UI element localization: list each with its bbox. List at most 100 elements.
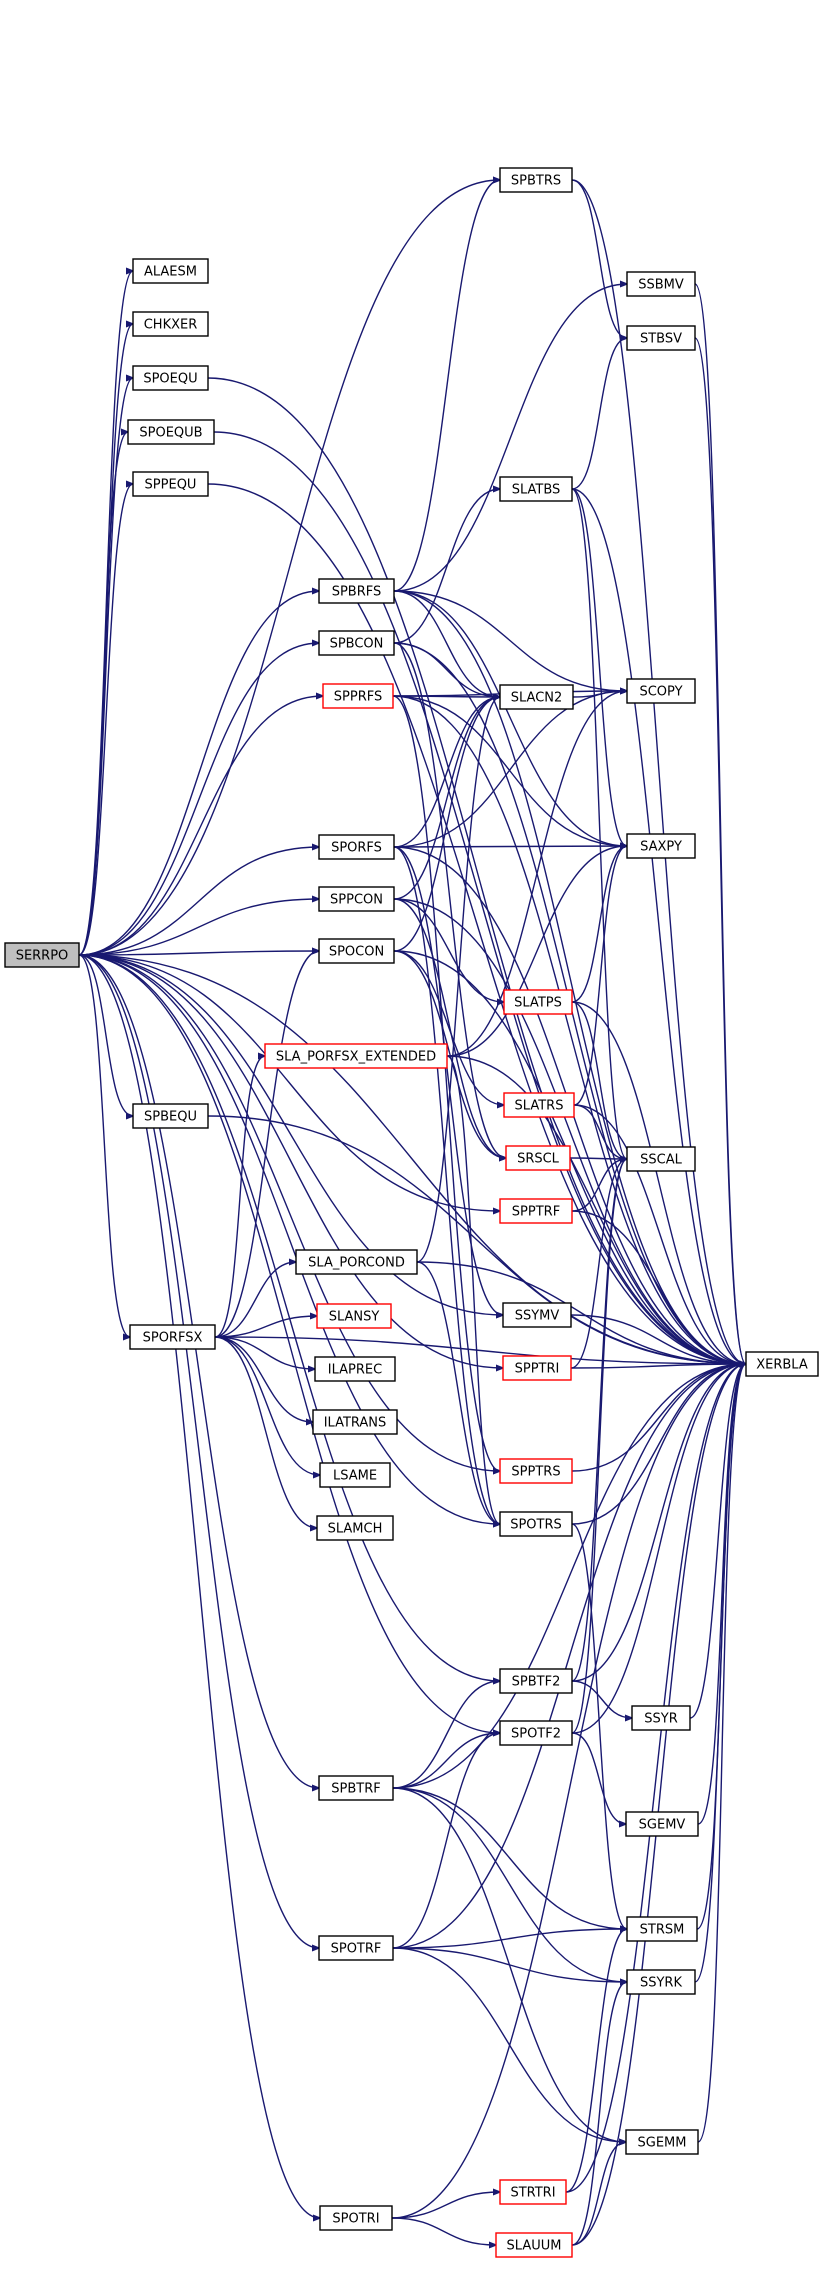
node-alaesm[interactable]: ALAESM	[132, 258, 209, 284]
node-box[interactable]	[4, 942, 80, 968]
node-box[interactable]	[295, 1249, 418, 1275]
node-strtri[interactable]: STRTRI	[499, 2179, 567, 2205]
node-spotrs[interactable]: SPOTRS	[499, 1511, 573, 1537]
node-box[interactable]	[626, 271, 696, 297]
node-slansy[interactable]: SLANSY	[316, 1303, 392, 1329]
node-box[interactable]	[626, 1916, 698, 1942]
node-box[interactable]	[318, 578, 395, 604]
node-box[interactable]	[129, 1324, 216, 1350]
node-spptrs[interactable]: SPPTRS	[499, 1458, 573, 1484]
node-box[interactable]	[495, 2232, 573, 2258]
node-ssbmv[interactable]: SSBMV	[626, 271, 696, 297]
node-spprfs[interactable]: SPPRFS	[322, 683, 394, 709]
node-spbtf2[interactable]: SPBTF2	[499, 1668, 573, 1694]
node-ilaprec[interactable]: ILAPREC	[314, 1356, 396, 1382]
node-box[interactable]	[499, 1198, 573, 1224]
node-box[interactable]	[503, 989, 573, 1015]
node-box[interactable]	[318, 1775, 394, 1801]
node-sppcon[interactable]: SPPCON	[318, 886, 395, 912]
node-box[interactable]	[505, 1145, 571, 1171]
node-box[interactable]	[626, 833, 696, 859]
node-sporfsx[interactable]: SPORFSX	[129, 1324, 216, 1350]
node-srscl[interactable]: SRSCL	[505, 1145, 571, 1171]
node-xerbla[interactable]: XERBLA	[745, 1351, 819, 1377]
node-box[interactable]	[132, 1103, 209, 1129]
node-stbsv[interactable]: STBSV	[626, 325, 696, 351]
node-slatbs[interactable]: SLATBS	[499, 476, 573, 502]
node-lsame[interactable]: LSAME	[319, 1462, 391, 1488]
node-sla-porfsx-extended[interactable]: SLA_PORFSX_EXTENDED	[264, 1043, 448, 1069]
node-box[interactable]	[626, 1969, 696, 1995]
node-spbtrf[interactable]: SPBTRF	[318, 1775, 394, 1801]
node-box[interactable]	[499, 1458, 573, 1484]
node-ssyrk[interactable]: SSYRK	[626, 1969, 696, 1995]
node-sgemm[interactable]: SGEMM	[625, 2129, 699, 2155]
node-box[interactable]	[132, 258, 209, 284]
node-spotri[interactable]: SPOTRI	[319, 2205, 393, 2231]
node-box[interactable]	[322, 683, 394, 709]
node-ssyr[interactable]: SSYR	[631, 1705, 691, 1731]
node-sgemv[interactable]: SGEMV	[625, 1811, 699, 1837]
node-box[interactable]	[499, 1511, 573, 1537]
node-slamch[interactable]: SLAMCH	[316, 1515, 394, 1541]
node-box[interactable]	[626, 325, 696, 351]
node-slatps[interactable]: SLATPS	[503, 989, 573, 1015]
node-box[interactable]	[127, 419, 215, 445]
node-box[interactable]	[631, 1705, 691, 1731]
node-box[interactable]	[316, 1515, 394, 1541]
node-box[interactable]	[626, 1146, 696, 1172]
node-sla-porcond[interactable]: SLA_PORCOND	[295, 1249, 418, 1275]
node-ssymv[interactable]: SSYMV	[502, 1302, 572, 1328]
node-box[interactable]	[625, 2129, 699, 2155]
node-spbequ[interactable]: SPBEQU	[132, 1103, 209, 1129]
node-box[interactable]	[499, 167, 573, 193]
node-box[interactable]	[502, 1355, 572, 1381]
node-slacn2[interactable]: SLACN2	[499, 684, 574, 710]
node-box[interactable]	[318, 834, 395, 860]
node-box[interactable]	[499, 1668, 573, 1694]
node-box[interactable]	[132, 471, 209, 497]
node-slauum[interactable]: SLAUUM	[495, 2232, 573, 2258]
node-slatrs[interactable]: SLATRS	[503, 1092, 575, 1118]
node-saxpy[interactable]: SAXPY	[626, 833, 696, 859]
node-spbrfs[interactable]: SPBRFS	[318, 578, 395, 604]
node-box[interactable]	[503, 1092, 575, 1118]
node-spptri[interactable]: SPPTRI	[502, 1355, 572, 1381]
node-box[interactable]	[132, 365, 209, 391]
node-box[interactable]	[499, 684, 574, 710]
node-box[interactable]	[319, 2205, 393, 2231]
node-sscal[interactable]: SSCAL	[626, 1146, 696, 1172]
node-spotf2[interactable]: SPOTF2	[499, 1720, 573, 1746]
node-box[interactable]	[499, 2179, 567, 2205]
node-spotrf[interactable]: SPOTRF	[318, 1935, 394, 1961]
node-box[interactable]	[318, 938, 395, 964]
node-box[interactable]	[264, 1043, 448, 1069]
node-spbcon[interactable]: SPBCON	[318, 630, 395, 656]
node-scopy[interactable]: SCOPY	[626, 678, 696, 704]
node-spptrf[interactable]: SPPTRF	[499, 1198, 573, 1224]
node-spocon[interactable]: SPOCON	[318, 938, 395, 964]
node-box[interactable]	[499, 1720, 573, 1746]
node-box[interactable]	[318, 1935, 394, 1961]
node-box[interactable]	[318, 630, 395, 656]
node-box[interactable]	[319, 1462, 391, 1488]
node-box[interactable]	[626, 678, 696, 704]
node-box[interactable]	[314, 1356, 396, 1382]
node-strsm[interactable]: STRSM	[626, 1916, 698, 1942]
node-ilatrans[interactable]: ILATRANS	[312, 1409, 398, 1435]
node-spoequ[interactable]: SPOEQU	[132, 365, 209, 391]
node-box[interactable]	[312, 1409, 398, 1435]
node-box[interactable]	[132, 311, 209, 337]
node-sppequ[interactable]: SPPEQU	[132, 471, 209, 497]
node-chkxer[interactable]: CHKXER	[132, 311, 209, 337]
node-box[interactable]	[316, 1303, 392, 1329]
node-box[interactable]	[625, 1811, 699, 1837]
node-serrpo[interactable]: SERRPO	[4, 942, 80, 968]
node-box[interactable]	[499, 476, 573, 502]
node-box[interactable]	[745, 1351, 819, 1377]
node-spbtrs[interactable]: SPBTRS	[499, 167, 573, 193]
node-sporfs[interactable]: SPORFS	[318, 834, 395, 860]
node-spoequb[interactable]: SPOEQUB	[127, 419, 215, 445]
node-box[interactable]	[318, 886, 395, 912]
node-box[interactable]	[502, 1302, 572, 1328]
